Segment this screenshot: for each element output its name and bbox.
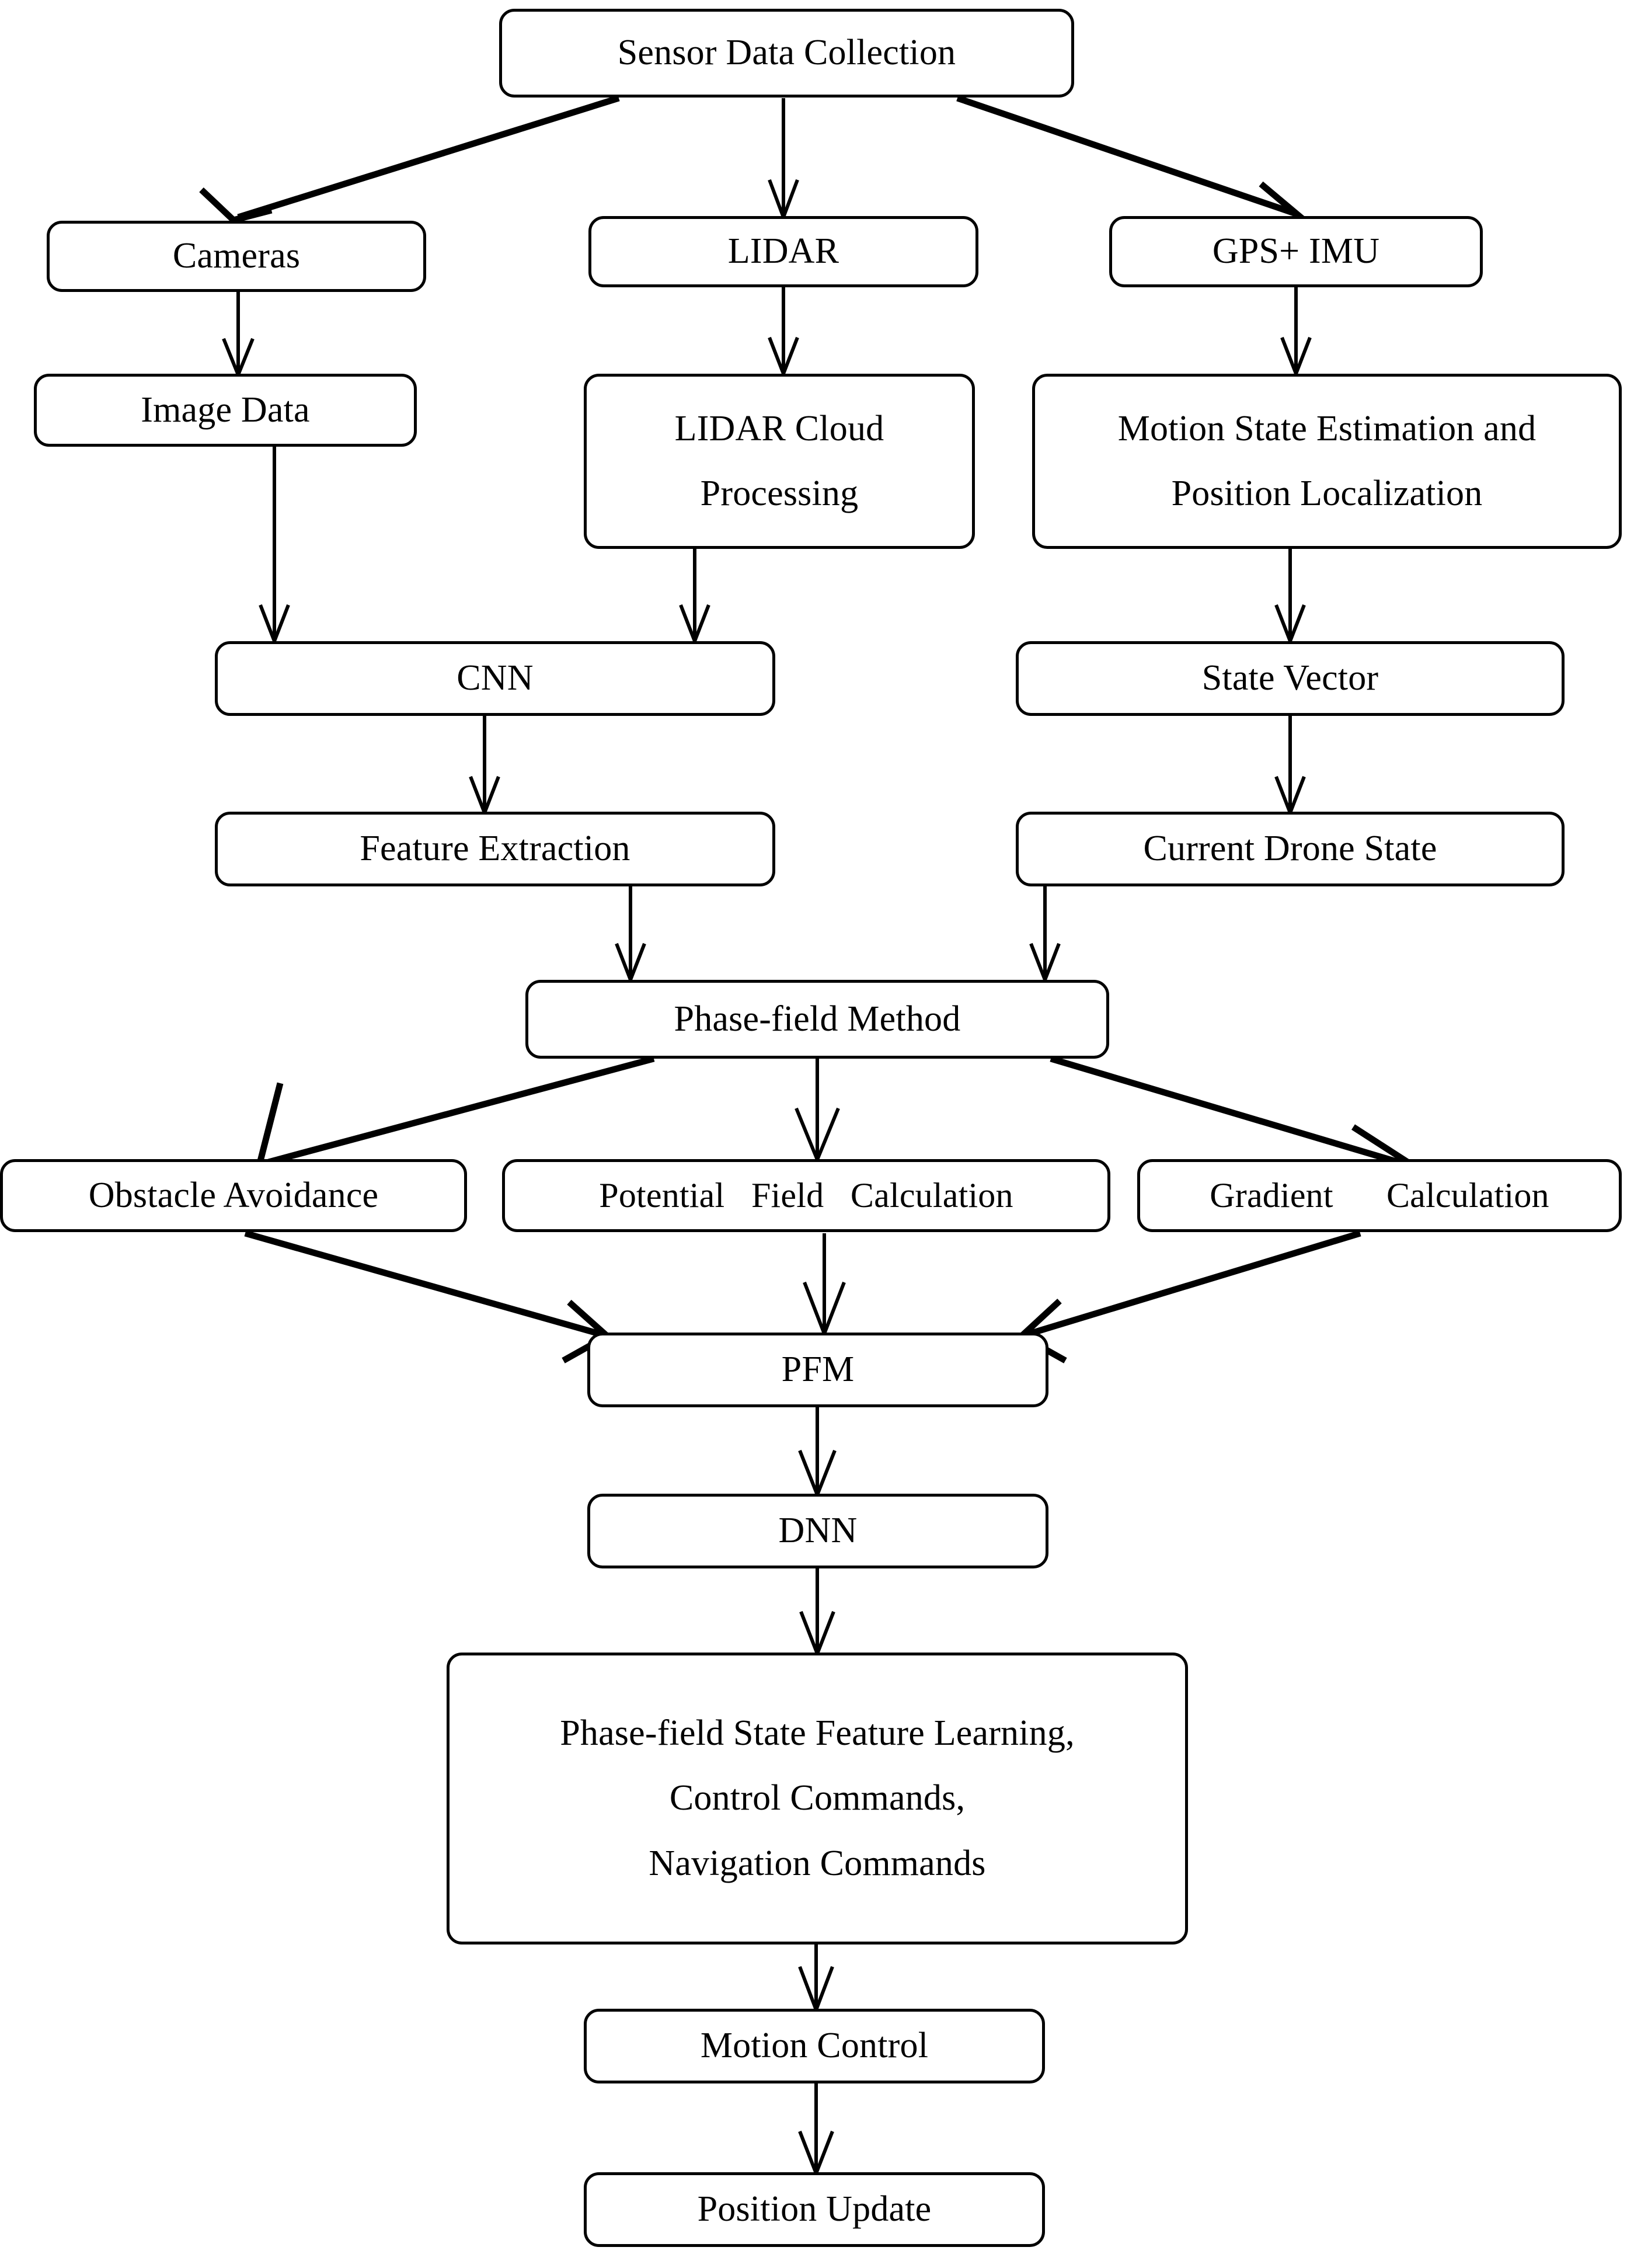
edge-pfm-to-dnn	[798, 1407, 837, 1500]
node-label: LIDAR	[727, 231, 839, 272]
node-gradient-calculation[interactable]: Gradient Calculation	[1137, 1159, 1622, 1232]
node-position-update[interactable]: Position Update	[584, 2172, 1045, 2247]
edge-dnn-to-learning-commands	[799, 1568, 835, 1659]
node-label: Image Data	[141, 389, 310, 430]
edge-phase-field-to-potential-field	[795, 1059, 840, 1164]
edge-motion-state-to-state-vector	[1274, 549, 1306, 646]
node-label: CNN	[457, 658, 534, 698]
node-label: Motion Control	[700, 2026, 929, 2066]
edge-motion-control-to-position-update	[798, 2083, 834, 2179]
node-gps-imu[interactable]: GPS+ IMU	[1109, 216, 1483, 287]
node-label: Position Localization	[1171, 474, 1483, 513]
node-label: Phase-field Method	[674, 999, 961, 1039]
edge-learning-commands-to-motion-control	[798, 1945, 834, 2015]
edge-sensor-to-cameras	[199, 95, 620, 224]
node-cnn[interactable]: CNN	[215, 641, 775, 716]
node-sensor-data-collection[interactable]: Sensor Data Collection	[499, 9, 1074, 98]
node-phase-field-method[interactable]: Phase-field Method	[525, 980, 1109, 1059]
edge-image-data-to-cnn	[259, 447, 290, 646]
node-label: PFM	[781, 1349, 855, 1390]
node-motion-control[interactable]: Motion Control	[584, 2009, 1045, 2083]
node-label: State Vector	[1201, 658, 1379, 698]
edge-gps-imu-to-motion-state	[1280, 287, 1312, 379]
edge-state-vector-to-current-drone-state	[1274, 716, 1306, 818]
node-label: LIDAR Cloud	[674, 408, 884, 448]
edge-sensor-to-lidar	[768, 98, 799, 222]
node-image-data[interactable]: Image Data	[34, 374, 417, 447]
node-label: Control Commands,	[669, 1778, 966, 1818]
node-lidar[interactable]: LIDAR	[588, 216, 978, 287]
node-learning-commands[interactable]: Phase-field State Feature Learning, Contr…	[447, 1653, 1188, 1945]
edge-current-drone-state-to-phase-field	[1029, 886, 1061, 985]
node-label: Cameras	[172, 236, 301, 276]
edge-potential-field-to-pfm	[803, 1233, 846, 1339]
node-feature-extraction[interactable]: Feature Extraction	[215, 812, 775, 886]
node-label: Potential Field Calculation	[599, 1176, 1013, 1215]
node-label: Sensor Data Collection	[617, 33, 956, 73]
node-pfm[interactable]: PFM	[587, 1333, 1048, 1407]
edge-cloud-processing-to-cnn	[679, 549, 710, 646]
edge-cameras-to-image-data	[222, 292, 255, 380]
node-label: Phase-field State Feature Learning,	[560, 1713, 1075, 1754]
node-obstacle-avoidance[interactable]: Obstacle Avoidance	[0, 1159, 467, 1232]
node-label: Position Update	[697, 2189, 932, 2229]
node-label: GPS+ IMU	[1212, 231, 1380, 272]
edge-obstacle-avoidance-to-pfm	[244, 1230, 613, 1363]
edge-feature-extraction-to-phase-field	[615, 886, 646, 985]
node-label: Feature Extraction	[360, 829, 630, 869]
node-label: Gradient Calculation	[1210, 1176, 1549, 1215]
node-potential-field-calculation[interactable]: Potential Field Calculation	[502, 1159, 1110, 1232]
node-dnn[interactable]: DNN	[587, 1494, 1048, 1568]
node-current-drone-state[interactable]: Current Drone State	[1016, 812, 1565, 886]
node-label: Obstacle Avoidance	[88, 1175, 379, 1215]
edge-lidar-to-cloud-processing	[768, 287, 799, 379]
edge-sensor-to-gps-imu	[956, 95, 1307, 236]
node-cameras[interactable]: Cameras	[47, 221, 426, 292]
node-label: Processing	[700, 474, 859, 513]
node-state-vector[interactable]: State Vector	[1016, 641, 1565, 716]
node-label: Current Drone State	[1143, 829, 1437, 869]
node-label: DNN	[778, 1511, 858, 1551]
edge-gradient-calculation-to-pfm	[1016, 1230, 1361, 1363]
node-label: Navigation Commands	[649, 1843, 986, 1883]
node-label: Motion State Estimation and	[1117, 408, 1537, 448]
edge-cnn-to-feature-extraction	[469, 716, 500, 818]
